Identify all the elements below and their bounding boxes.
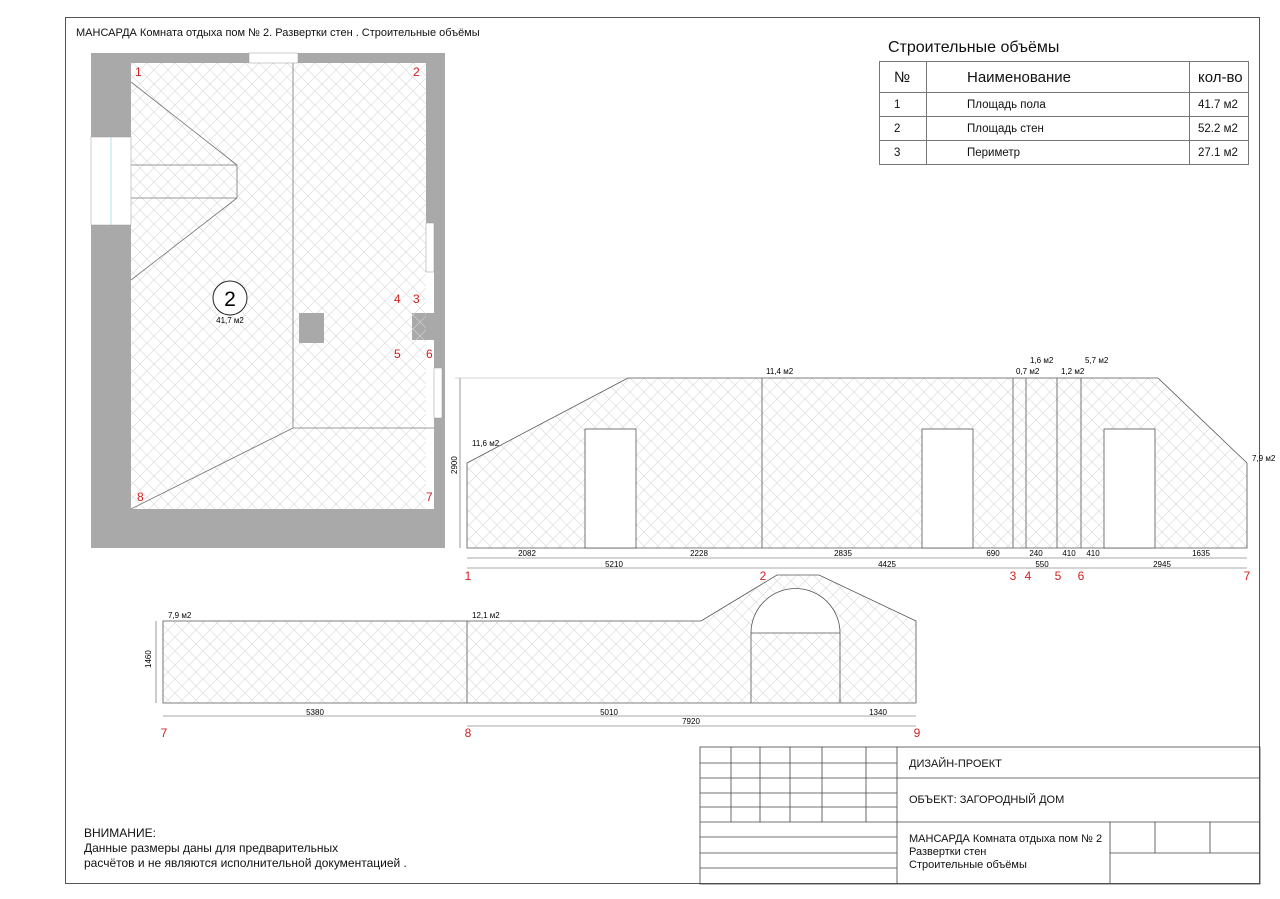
plan-corner-label: 2 xyxy=(413,65,420,79)
stamp-sheet-title: МАНСАРДА Комната отдыха пом № 2 xyxy=(909,833,1103,845)
dim-label: 5210 xyxy=(605,560,623,569)
dim-label: 2945 xyxy=(1153,560,1171,569)
point-label: 7 xyxy=(161,726,168,740)
dim-label: 1340 xyxy=(869,708,887,717)
plan-column xyxy=(299,313,324,343)
warning-note: ВНИМАНИЕ: Данные размеры даны для предва… xyxy=(84,826,407,871)
area-label: 5,7 м2 xyxy=(1085,356,1109,365)
dim-label: 410 xyxy=(1062,549,1076,558)
arch-opening xyxy=(750,588,841,634)
point-label: 4 xyxy=(1025,569,1032,583)
dim-label: 4425 xyxy=(878,560,896,569)
volumes-title: Строительные объёмы xyxy=(888,39,1060,56)
volumes-header-row: № Наименование кол-во xyxy=(879,61,1249,93)
area-label: 1,6 м2 xyxy=(1030,356,1054,365)
row-value: 52.2 м2 xyxy=(1189,116,1249,141)
floor-plan: 2 41,7 м2 1 2 3 4 5 6 7 8 xyxy=(90,52,445,548)
point-label: 6 xyxy=(1078,569,1085,583)
plan-dormer-lines xyxy=(130,81,238,281)
row-value: 27.1 м2 xyxy=(1189,140,1249,165)
dim-label: 690 xyxy=(986,549,1000,558)
point-label: 5 xyxy=(1055,569,1062,583)
area-label: 7,9 м2 xyxy=(168,611,192,620)
dim-label: 5010 xyxy=(600,708,618,717)
row-number: 1 xyxy=(879,92,927,117)
area-label: 7,9 м2 xyxy=(1252,454,1276,463)
dim-label: 1635 xyxy=(1192,549,1210,558)
area-label: 11,4 м2 xyxy=(766,367,794,376)
stamp-project: ДИЗАЙН-ПРОЕКТ xyxy=(909,758,1002,770)
dim-label: 550 xyxy=(1035,560,1049,569)
plan-corner-label: 1 xyxy=(135,65,142,79)
warning-line: расчётов и не являются исполнительной до… xyxy=(84,856,407,870)
height-dim: 2900 xyxy=(450,456,459,474)
plan-corner-label: 8 xyxy=(137,490,144,504)
stamp-sheet-subtitle: Развертки стен xyxy=(909,846,987,858)
plan-floor xyxy=(131,63,426,509)
room-marker xyxy=(212,280,248,316)
stamp-sheet-subtitle: Строительные объёмы xyxy=(909,859,1027,871)
plan-corner-label: 6 xyxy=(426,347,433,361)
dim-label: 410 xyxy=(1086,549,1100,558)
area-label: 1,2 м2 xyxy=(1061,367,1085,376)
door-opening xyxy=(1103,428,1156,549)
dim-label: 7920 xyxy=(682,717,700,726)
plan-walls xyxy=(91,53,445,548)
row-name: Площадь пола xyxy=(926,92,1190,117)
point-label: 9 xyxy=(914,726,921,740)
plan-window-top xyxy=(248,52,299,64)
plan-corner-label: 5 xyxy=(394,347,401,361)
point-label: 2 xyxy=(760,569,767,583)
table-row: 1 Площадь пола 41.7 м2 xyxy=(879,92,1249,117)
row-number: 3 xyxy=(879,140,927,165)
area-label: 11,6 м2 xyxy=(472,439,500,448)
point-label: 3 xyxy=(1010,569,1017,583)
area-label: 0,7 м2 xyxy=(1016,367,1040,376)
plan-corner-label: 7 xyxy=(426,490,433,504)
plan-corner-label: 4 xyxy=(394,292,401,306)
plan-roof-lines xyxy=(130,63,434,510)
door-opening xyxy=(584,428,637,549)
drawing-frame xyxy=(65,17,1260,884)
row-value: 41.7 м2 xyxy=(1189,92,1249,117)
dim-label: 2228 xyxy=(690,549,708,558)
volumes-table: № Наименование кол-во 1 Площадь пола 41.… xyxy=(879,61,1249,165)
elevation-2: 1460 5380 5010 1340 7920 7,9 м2 12,1 м2 … xyxy=(144,574,921,740)
dim-label: 240 xyxy=(1029,549,1043,558)
point-label: 8 xyxy=(465,726,472,740)
table-row: 3 Периметр 27.1 м2 xyxy=(879,140,1249,165)
stamp-object: ОБЪЕКТ: ЗАГОРОДНЫЙ ДОМ xyxy=(909,794,1065,806)
point-label: 7 xyxy=(1244,569,1251,583)
room-area: 41,7 м2 xyxy=(216,316,244,325)
area-label: 12,1 м2 xyxy=(472,611,500,620)
elevation-2-wall xyxy=(162,574,917,704)
dim-label: 5380 xyxy=(306,708,324,717)
dim-label: 2835 xyxy=(834,549,852,558)
dim-label: 2082 xyxy=(518,549,536,558)
plan-corner-label: 3 xyxy=(413,292,420,306)
row-name: Периметр xyxy=(926,140,1190,165)
warning-title: ВНИМАНИЕ: xyxy=(84,826,156,840)
height-dim: 1460 xyxy=(144,650,153,668)
sheet-title: МАНСАРДА Комната отдыха пом № 2. Разверт… xyxy=(76,27,480,39)
plan-window-right xyxy=(425,222,435,273)
warning-line: Данные размеры даны для предварительных xyxy=(84,841,339,855)
room-number: 2 xyxy=(224,288,236,311)
point-label: 1 xyxy=(465,569,472,583)
title-block-grid xyxy=(699,746,1261,885)
elevation-1: 2900 2082 2228 2835 690 240 410 410 1635… xyxy=(450,356,1276,583)
plan-window-right-lower xyxy=(433,367,443,419)
door-opening xyxy=(921,428,974,549)
